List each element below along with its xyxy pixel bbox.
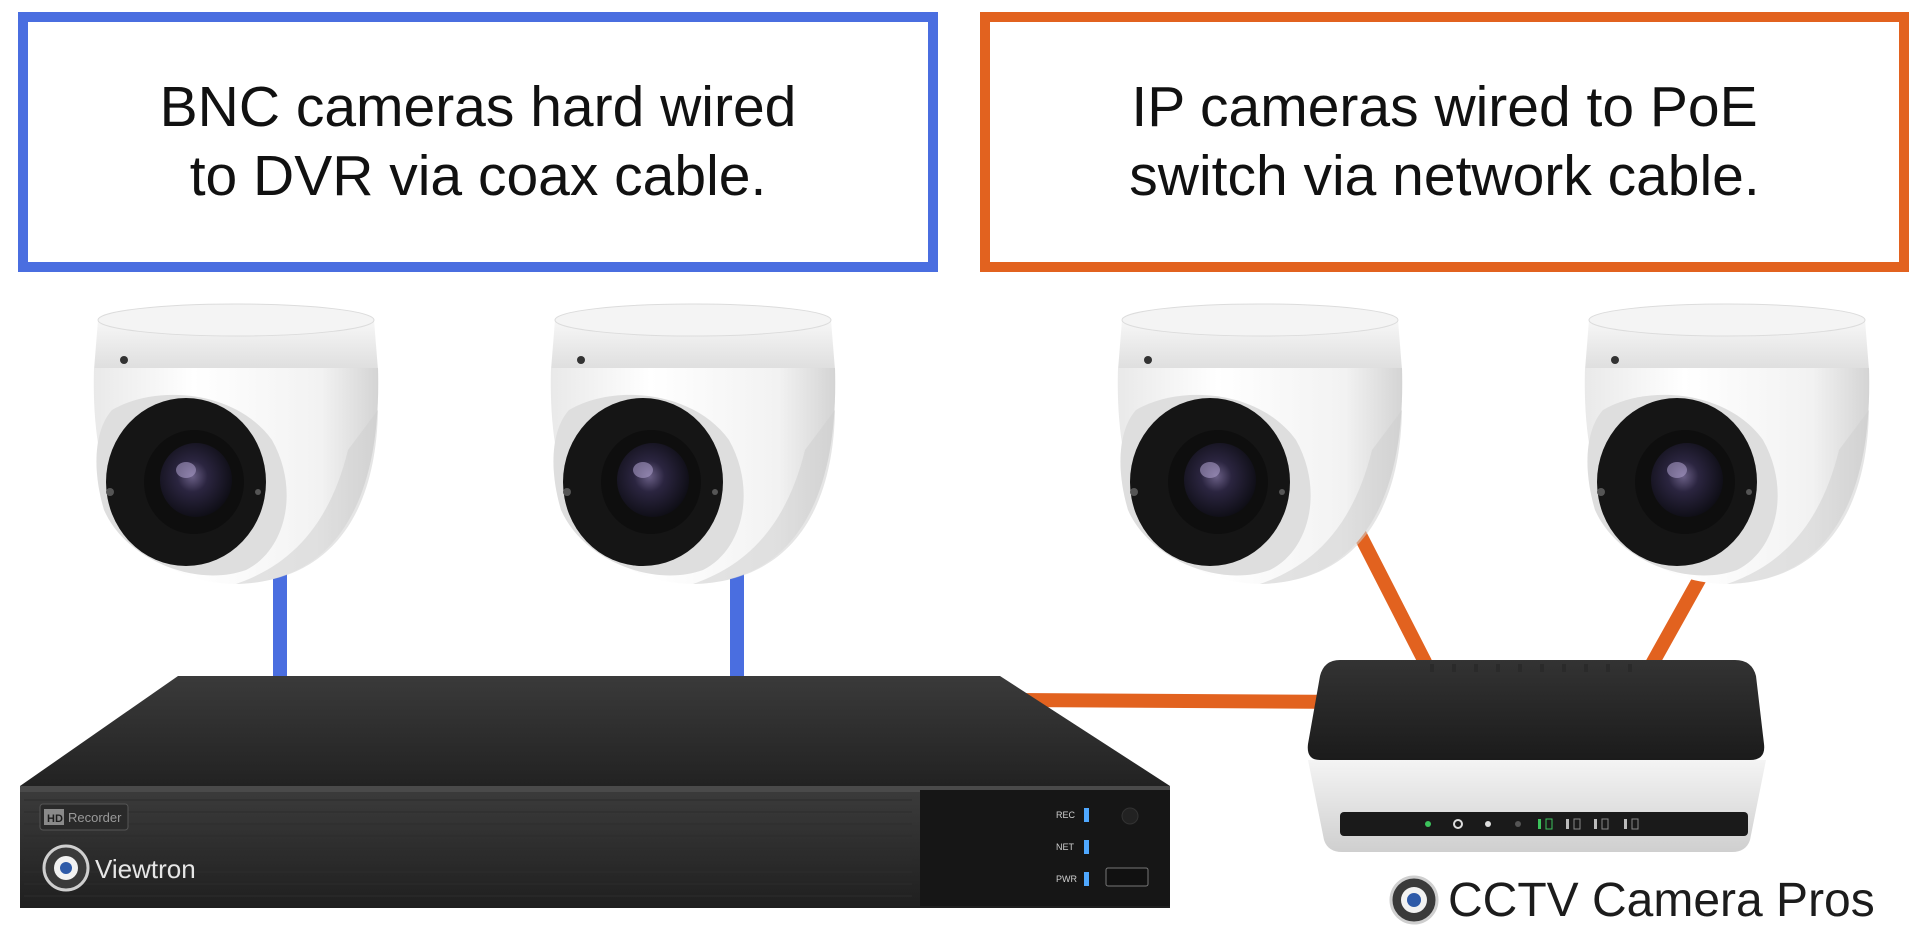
led-rec-label: REC xyxy=(1056,810,1076,820)
usb-port-icon xyxy=(1105,867,1149,887)
viewtron-logo-icon xyxy=(42,844,90,892)
dvr-brand-label: Viewtron xyxy=(95,854,196,884)
dome-camera-icon xyxy=(550,303,836,585)
bnc-caption-text: BNC cameras hard wired to DVR via coax c… xyxy=(159,75,797,208)
ir-window-icon xyxy=(1121,807,1139,825)
cctv-logo-icon xyxy=(1389,875,1439,925)
ip-caption-text: IP cameras wired to PoE switch via netwo… xyxy=(1129,75,1760,208)
dome-camera-icon xyxy=(1584,303,1870,585)
led-rec-indicator xyxy=(1084,808,1089,822)
switch-status-leds xyxy=(1425,818,1639,830)
dvr-to-switch-cable xyxy=(1003,693,1363,709)
poe-switch-icon xyxy=(1307,660,1766,852)
led-net-indicator xyxy=(1084,840,1089,854)
dvr-badge-hd: HD xyxy=(47,813,63,825)
cctv-brand-label: CCTV Camera Pros xyxy=(1448,873,1875,927)
led-net-label: NET xyxy=(1056,842,1075,852)
dvr-badge-text: Recorder xyxy=(68,810,122,825)
dome-camera-icon xyxy=(1117,303,1403,585)
led-pwr-indicator xyxy=(1084,872,1089,886)
dome-camera-icon xyxy=(93,303,379,585)
bnc-caption-box: BNC cameras hard wired to DVR via coax c… xyxy=(18,12,938,272)
led-pwr-label: PWR xyxy=(1056,874,1077,884)
ip-caption-box: IP cameras wired to PoE switch via netwo… xyxy=(980,12,1909,272)
cctv-brand: CCTV Camera Pros xyxy=(1388,868,1875,932)
network-cable-1 xyxy=(1349,520,1432,669)
dvr-recorder-icon: HD Recorder Viewtron REC NET PWR xyxy=(20,676,1170,908)
network-cable-2 xyxy=(1645,571,1707,671)
